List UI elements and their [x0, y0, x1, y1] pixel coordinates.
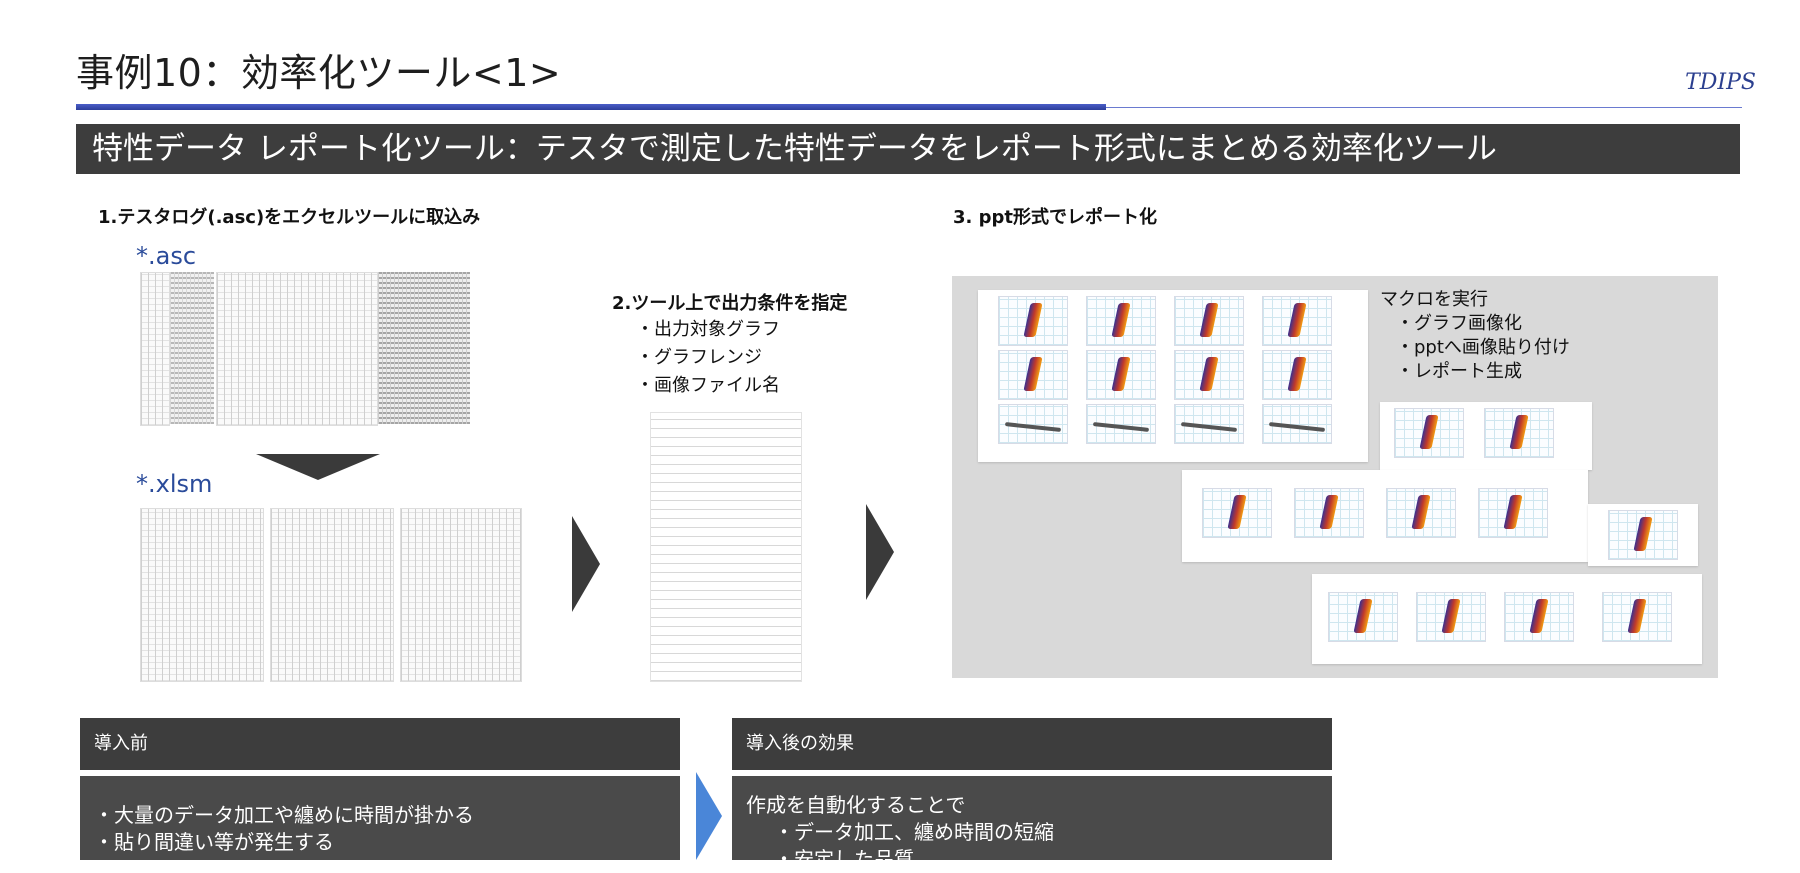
company-logo: TDIPS [1685, 70, 1756, 95]
graph-thumbnail [1086, 296, 1156, 346]
xlsm-sheet-1 [140, 508, 264, 682]
graph-thumbnail [1086, 404, 1156, 444]
graph-thumbnail [1086, 350, 1156, 400]
before-after-arrow [696, 772, 722, 860]
subtitle-banner: 特性データ レポート化ツール：テスタで測定した特性データをレポート形式にまとめる… [76, 124, 1740, 174]
flow-arrow-1 [572, 516, 600, 612]
xlsm-sheet-3 [400, 508, 522, 682]
graph-thumbnail [1294, 488, 1364, 538]
graph-thumbnail [998, 404, 1068, 444]
down-arrow [256, 454, 380, 480]
title-underline [76, 104, 1106, 110]
before-body: ・大量のデータ加工や纏めに時間が掛かる ・貼り間違い等が発生する [80, 776, 680, 860]
graph-thumbnail [1478, 488, 1548, 538]
after-line: 作成を自動化することで [746, 793, 966, 817]
macro-item: ・pptへ画像貼り付け [1396, 337, 1570, 358]
macro-title: マクロを実行 [1380, 289, 1488, 310]
report-slide-2-right [1588, 504, 1698, 566]
asc-file-label: *.asc [136, 242, 197, 270]
graph-thumbnail [1416, 592, 1486, 642]
after-line: ・データ加工、纏め時間の短縮 [774, 820, 1054, 844]
graph-thumbnail [1202, 488, 1272, 538]
before-line: ・大量のデータ加工や纏めに時間が掛かる [94, 803, 474, 827]
graph-thumbnail [1386, 488, 1456, 538]
step1-heading: 1.テスタログ(.asc)をエクセルツールに取込み [98, 207, 481, 228]
report-slide-2 [1182, 470, 1588, 562]
graph-thumbnail [998, 296, 1068, 346]
xlsm-file-label: *.xlsm [136, 470, 213, 498]
graph-thumbnail [1394, 408, 1464, 458]
asc-col-block-3 [216, 272, 378, 426]
graph-thumbnail [1174, 350, 1244, 400]
xlsm-sheet-2 [270, 508, 394, 682]
graph-thumbnail [1602, 592, 1672, 642]
asc-log-image [140, 272, 470, 426]
report-slide-1-right [1380, 402, 1592, 470]
flow-arrow-2 [866, 504, 894, 600]
macro-item: ・グラフ画像化 [1396, 313, 1522, 334]
asc-col-block-2 [170, 272, 214, 424]
before-line: ・貼り間違い等が発生する [94, 830, 334, 854]
graph-thumbnail [1262, 404, 1332, 444]
graph-thumbnail [1174, 404, 1244, 444]
graph-thumbnail [1174, 296, 1244, 346]
step2-heading: 2.ツール上で出力条件を指定 [612, 293, 848, 314]
condition-item: ・画像ファイル名 [636, 375, 780, 396]
after-header: 導入後の効果 [732, 718, 1332, 770]
macro-item: ・レポート生成 [1396, 361, 1522, 382]
graph-thumbnail [1262, 350, 1332, 400]
title-underline-thin [1106, 107, 1742, 108]
page-title: 事例10：効率化ツール<1> [76, 51, 562, 95]
macro-description: マクロを実行 ・グラフ画像化 ・pptへ画像貼り付け ・レポート生成 [1380, 288, 1570, 384]
asc-col-block-4 [378, 272, 470, 424]
report-slide-3 [1312, 574, 1702, 664]
graph-thumbnail [998, 350, 1068, 400]
graph-thumbnail [1608, 510, 1678, 560]
report-slide-1 [978, 290, 1368, 462]
asc-col-block-1 [140, 272, 170, 426]
step2-conditions: ・出力対象グラフ ・グラフレンジ ・画像ファイル名 [636, 316, 780, 400]
xlsm-sheets-image [140, 504, 522, 682]
condition-item: ・出力対象グラフ [636, 319, 780, 340]
before-header: 導入前 [80, 718, 680, 770]
tool-settings-sheet-image [650, 412, 802, 682]
after-body: 作成を自動化することで ・データ加工、纏め時間の短縮 ・安定した品質 [732, 776, 1332, 871]
graph-thumbnail [1484, 408, 1554, 458]
condition-item: ・グラフレンジ [636, 347, 762, 368]
step3-heading: 3. ppt形式でレポート化 [953, 207, 1158, 228]
graph-thumbnail [1504, 592, 1574, 642]
graph-thumbnail [1262, 296, 1332, 346]
graph-thumbnail [1328, 592, 1398, 642]
